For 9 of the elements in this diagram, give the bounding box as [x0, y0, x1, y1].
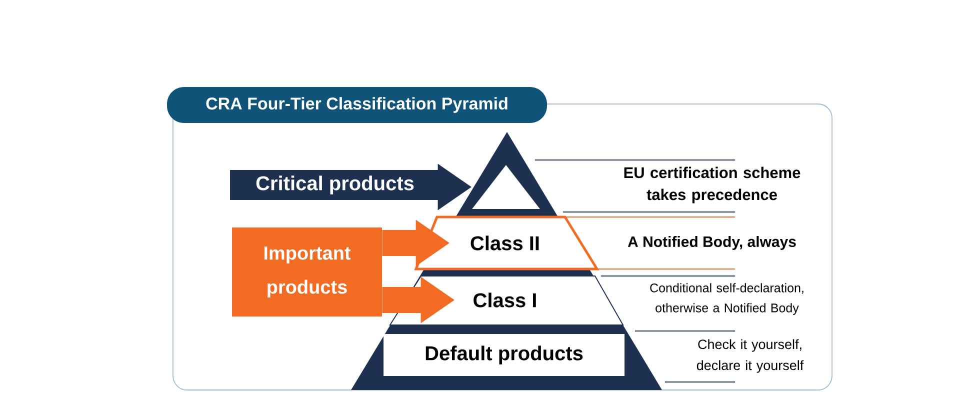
title-tab: CRA Four-Tier Classification Pyramid: [167, 87, 547, 123]
apex-triangle: [472, 165, 540, 209]
tier-box: Default products: [384, 334, 624, 376]
description-text: Check it yourself, declare it yourself: [696, 339, 804, 373]
node-label: Critical products: [256, 176, 414, 194]
node-label: Important products: [264, 246, 351, 298]
description-text: A Notified Body, always: [628, 236, 796, 250]
description-text: EU certification scheme takes precedence: [624, 166, 800, 204]
description-text: Conditional self-declaration, otherwise a Notified Body: [650, 283, 804, 315]
